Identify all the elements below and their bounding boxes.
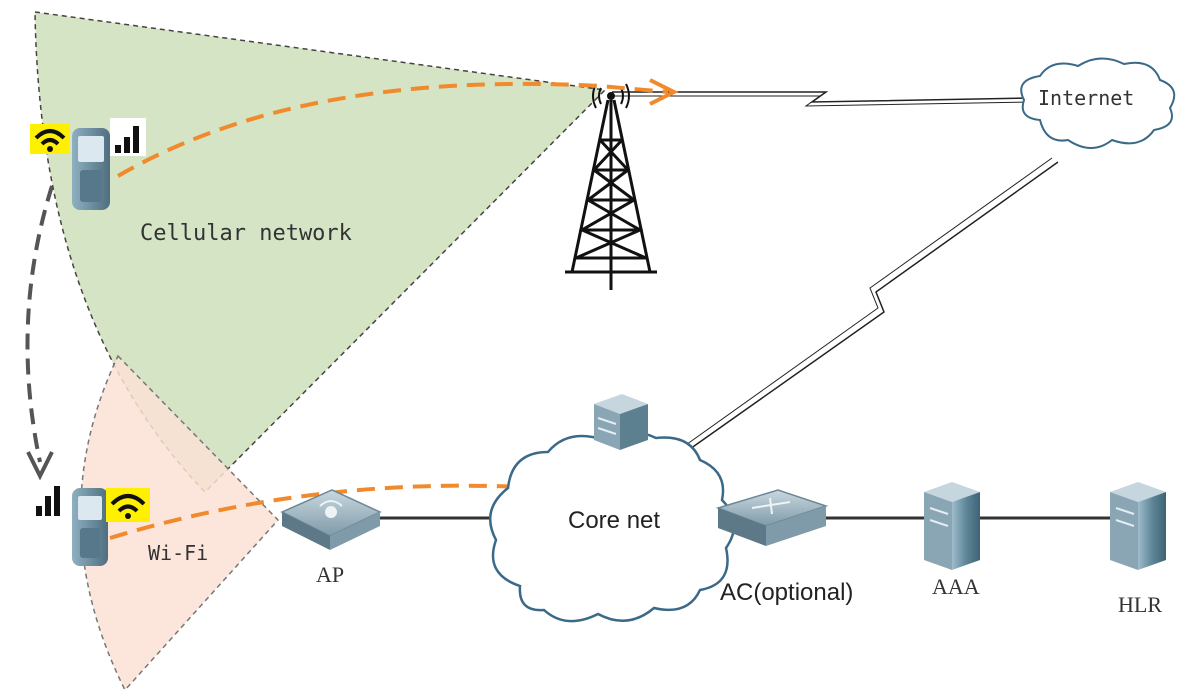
mobile-device-cellular: [30, 118, 146, 210]
aaa-server: AAA: [924, 482, 980, 599]
wireless-link-internet-core: [679, 161, 1059, 457]
wifi-icon: [106, 488, 150, 522]
cellular-network-label: Cellular network: [140, 221, 352, 246]
access-point-icon: [280, 489, 382, 550]
ap-label: AP: [316, 562, 344, 587]
switch-icon: [715, 489, 829, 546]
wifi-icon: [30, 124, 70, 154]
wifi-label: Wi-Fi: [148, 541, 208, 565]
cloud-icon: [1020, 57, 1176, 149]
ac-optional-label: AC(optional): [720, 579, 853, 606]
phone-icon: [72, 128, 110, 210]
cloud-icon: [488, 430, 736, 623]
handover-arrow: [25, 185, 54, 463]
mobile-device-wifi: [36, 486, 150, 566]
internet-cloud: Internet: [1020, 57, 1176, 149]
core-network: Core net: [488, 394, 736, 623]
access-point: AP: [280, 489, 382, 587]
cell-tower: [565, 83, 657, 290]
signal-bars-icon: [110, 118, 146, 156]
server-icon: [594, 394, 648, 450]
cellular-data-path: [116, 81, 669, 178]
server-icon: [1110, 482, 1166, 570]
server-icon: [924, 482, 980, 570]
cell-tower-icon: [565, 99, 657, 290]
internet-label: Internet: [1038, 86, 1134, 110]
phone-icon: [72, 488, 108, 566]
aaa-label: AAA: [932, 574, 980, 599]
core-net-label: Core net: [568, 507, 660, 534]
cellular-coverage-zone: [34, 11, 607, 494]
signal-bars-icon: [36, 486, 60, 516]
access-controller: AC(optional): [715, 489, 853, 606]
hlr-label: HLR: [1118, 592, 1162, 617]
hlr-server: HLR: [1110, 482, 1166, 617]
